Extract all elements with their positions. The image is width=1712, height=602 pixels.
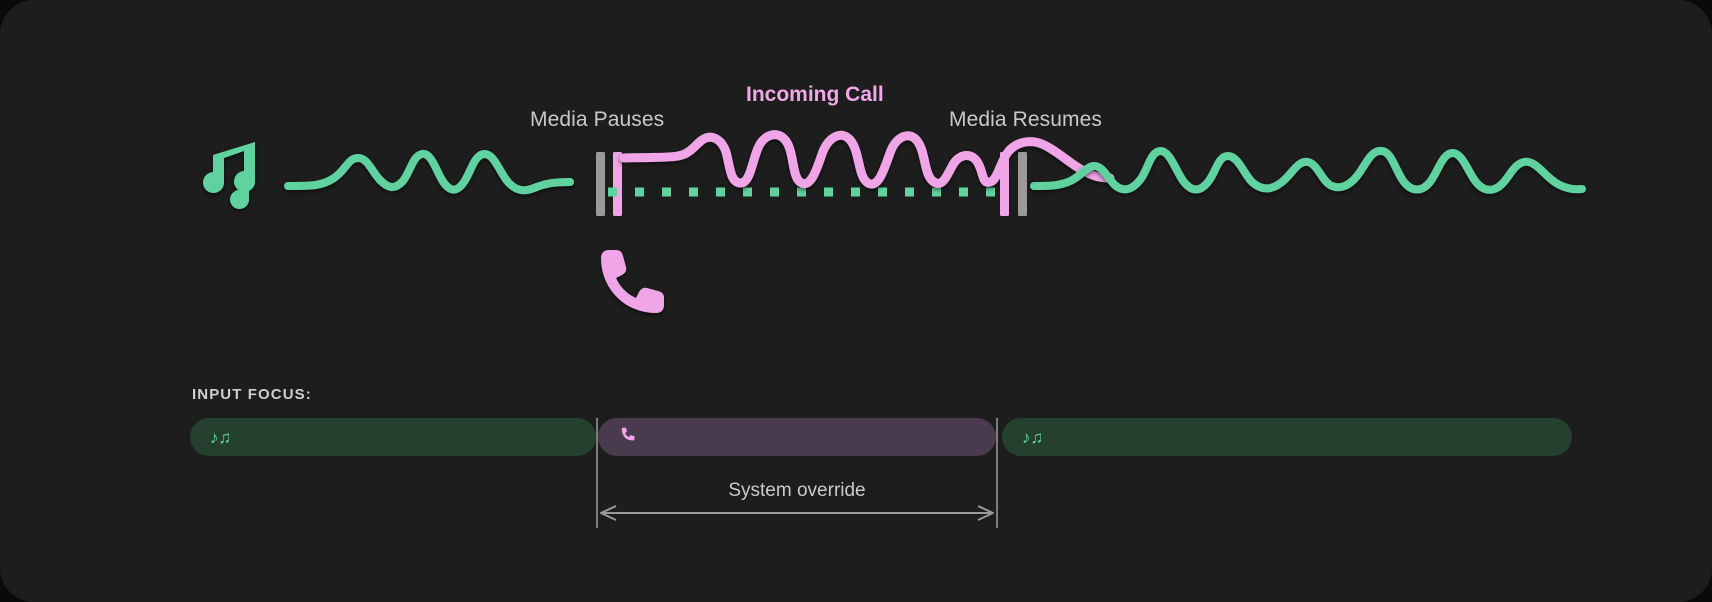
- waveform-media-before: [284, 150, 574, 195]
- focus-bar-media-after[interactable]: ♪♫: [1002, 418, 1572, 456]
- phone-icon: [601, 250, 664, 313]
- resume-marker-gray: [1018, 152, 1027, 216]
- override-span-arrow: [600, 505, 994, 521]
- waveform-media-after: [1030, 146, 1586, 194]
- focus-bar-call[interactable]: [598, 418, 996, 456]
- pause-marker-gray: [596, 152, 605, 216]
- pause-marker-pink: [613, 152, 622, 216]
- input-focus-heading: INPUT FOCUS:: [192, 386, 312, 403]
- waveform-call: [619, 130, 1115, 189]
- system-override-caption: System override: [728, 480, 866, 501]
- phone-icon: [618, 426, 637, 448]
- music-notes-icon: [203, 142, 255, 209]
- label-media-resumes: Media Resumes: [949, 108, 1103, 131]
- resume-marker-pink: [1000, 152, 1009, 216]
- music-notes-icon: ♪♫: [1022, 427, 1044, 447]
- focus-bar-media-before[interactable]: ♪♫: [190, 418, 596, 456]
- music-notes-icon: ♪♫: [210, 427, 232, 447]
- label-incoming-call: Incoming Call: [746, 83, 884, 106]
- label-media-pauses: Media Pauses: [530, 108, 665, 131]
